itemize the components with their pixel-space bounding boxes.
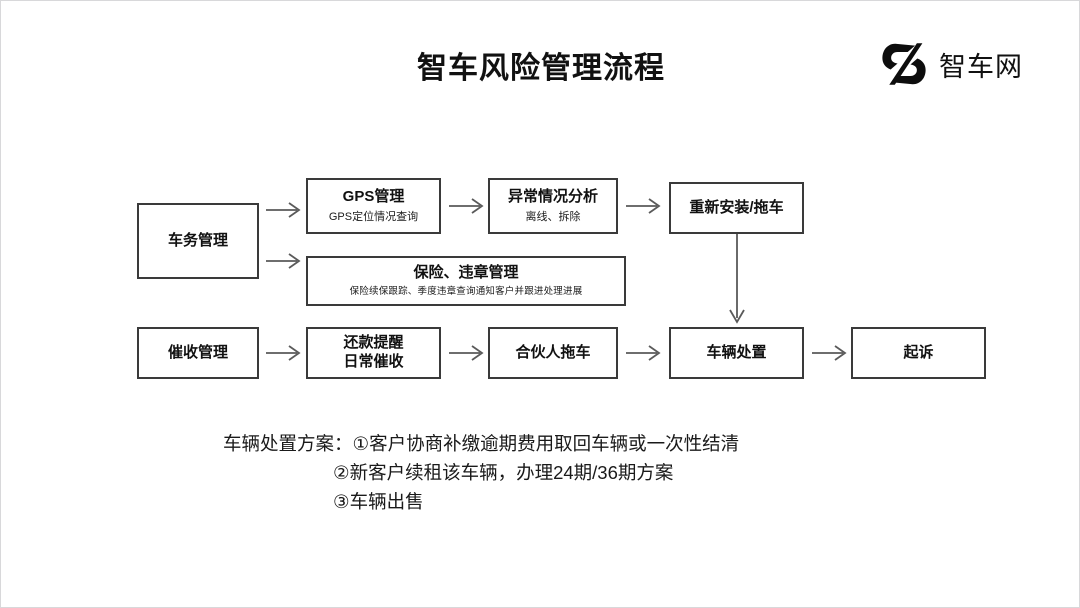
footnote-line-2: ②新客户续租该车辆，办理24期/36期方案 [333,462,674,484]
node-reinstall-tow[interactable]: 重新安装/拖车 [669,182,804,234]
arrow-disposal-to-litigation [811,343,851,363]
arrow-collection-to-repayment [265,343,305,363]
footnote-line-3: ③车辆出售 [333,491,424,513]
node-title: 车辆处置 [706,343,767,361]
node-subtitle: 保险续保跟踪、季度违章查询通知客户并跟进处理进展 [349,285,583,297]
arrow-anomaly-to-reinstall [625,196,665,216]
node-gps-management[interactable]: GPS管理 GPS定位情况查询 [306,178,441,234]
zhiche-logo-icon [881,41,927,87]
arrow-vehicle-affairs-to-gps [265,200,305,220]
node-title: GPS管理 [342,187,405,205]
node-title: 重新安装/拖车 [689,198,784,216]
node-subtitle: 离线、拆除 [525,210,581,223]
node-title: 催收管理 [167,343,228,361]
footnote-line-1: 车辆处置方案：①客户协商补缴逾期费用取回车辆或一次性结清 [223,433,740,454]
node-title-line1: 还款提醒 [343,334,404,352]
node-title-line2: 日常催收 [343,353,404,370]
arrow-repayment-to-partner-tow [448,343,488,363]
node-repayment-reminder[interactable]: 还款提醒 日常催收 [306,327,441,379]
page-title: 智车风险管理流程 [417,52,665,85]
node-anomaly-analysis[interactable]: 异常情况分析 离线、拆除 [488,178,618,234]
node-title: 起诉 [903,343,934,361]
arrow-reinstall-to-disposal [727,234,747,327]
node-vehicle-disposal[interactable]: 车辆处置 [669,327,804,379]
node-litigation[interactable]: 起诉 [851,327,986,379]
node-title: 车务管理 [167,231,228,249]
node-partner-tow[interactable]: 合伙人拖车 [488,327,618,379]
arrow-partner-tow-to-disposal [625,343,665,363]
brand-lockup: 智车网 [881,41,1023,87]
node-collection-mgmt[interactable]: 催收管理 [137,327,259,379]
arrow-vehicle-affairs-to-insurance [265,251,305,271]
node-insurance-violation[interactable]: 保险、违章管理 保险续保跟踪、季度违章查询通知客户并跟进处理进展 [306,256,626,306]
node-vehicle-affairs[interactable]: 车务管理 [137,203,259,279]
node-title: 异常情况分析 [507,187,598,205]
node-title: 合伙人拖车 [515,343,591,361]
brand-name: 智车网 [939,51,1023,82]
node-title: 保险、违章管理 [413,263,519,281]
node-subtitle: GPS定位情况查询 [328,210,419,223]
arrow-gps-to-anomaly [448,196,488,216]
footnote-block: 车辆处置方案：①客户协商补缴逾期费用取回车辆或一次性结清 ②新客户续租该车辆，办… [223,429,863,517]
